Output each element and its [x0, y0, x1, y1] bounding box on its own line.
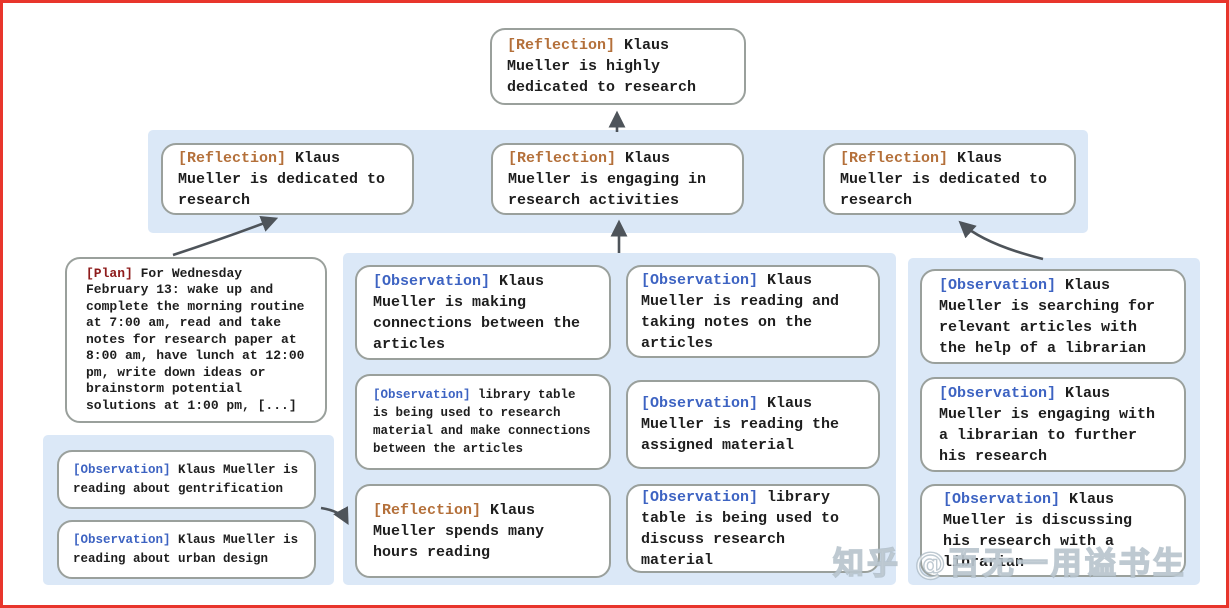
node-body: Klaus Mueller is reading and taking note… [641, 271, 840, 352]
observation-tag: [Observation] [373, 387, 471, 402]
memory-node-obs-urban-design: [Observation] Klaus Mueller is reading a… [57, 520, 316, 579]
node-body: library table is being used to research … [373, 387, 591, 457]
memory-node-obs-gentrification: [Observation] Klaus Mueller is reading a… [57, 450, 316, 509]
node-text: [Observation] Klaus Mueller is making co… [373, 271, 593, 355]
observation-tag: [Observation] [641, 488, 759, 506]
node-text: [Observation] Klaus Mueller is discussin… [943, 489, 1163, 573]
memory-node-obs-engaging-librarian: [Observation] Klaus Mueller is engaging … [920, 377, 1186, 472]
node-text: [Reflection] Klaus Mueller is engaging i… [508, 148, 727, 211]
node-text: [Reflection] Klaus Mueller is dedicated … [840, 148, 1059, 211]
node-body: Klaus Mueller is highly dedicated to res… [507, 37, 697, 96]
node-text: [Observation] library table is being use… [641, 487, 865, 571]
memory-node-obs-searching-articles: [Observation] Klaus Mueller is searching… [920, 269, 1186, 364]
observation-tag: [Observation] [73, 463, 171, 478]
memory-node-reflection-3: [Reflection] Klaus Mueller is dedicated … [823, 143, 1076, 215]
observation-tag: [Observation] [373, 272, 491, 290]
reflection-tag: [Reflection] [178, 149, 287, 167]
memory-node-obs-assigned-material: [Observation] Klaus Mueller is reading t… [626, 380, 880, 469]
node-body: Klaus Mueller is dedicated to research [178, 149, 386, 209]
node-text: [Reflection] Klaus Mueller is dedicated … [178, 148, 397, 211]
node-text: [Observation] Klaus Mueller is reading a… [73, 531, 300, 567]
memory-node-obs-library-research: [Observation] library table is being use… [355, 374, 611, 470]
memory-node-obs-library-discuss: [Observation] library table is being use… [626, 484, 880, 573]
node-body: Klaus Mueller is making connections betw… [373, 272, 581, 353]
memory-node-top-reflection: [Reflection] Klaus Mueller is highly ded… [490, 28, 746, 105]
node-text: [Reflection] Klaus Mueller spends many h… [373, 500, 593, 563]
node-body: Klaus Mueller spends many hours reading [373, 501, 545, 561]
node-text: [Plan] For Wednesday February 13: wake u… [86, 266, 306, 415]
node-text: [Observation] library table is being use… [373, 386, 593, 459]
node-body: Klaus Mueller is reading about urban des… [73, 533, 299, 566]
node-text: [Observation] Klaus Mueller is reading a… [73, 461, 300, 497]
node-body: Klaus Mueller is discussing his research… [943, 490, 1133, 571]
observation-tag: [Observation] [73, 533, 171, 548]
node-text: [Observation] Klaus Mueller is engaging … [939, 383, 1167, 467]
reflection-tag: [Reflection] [508, 149, 617, 167]
memory-node-reflection-2: [Reflection] Klaus Mueller is engaging i… [491, 143, 744, 215]
node-body: Klaus Mueller is engaging in research ac… [508, 149, 707, 209]
memory-node-reflection-hours-reading: [Reflection] Klaus Mueller spends many h… [355, 484, 611, 578]
memory-node-obs-connections: [Observation] Klaus Mueller is making co… [355, 265, 611, 360]
node-body: For Wednesday February 13: wake up and c… [86, 265, 305, 413]
memory-node-obs-taking-notes: [Observation] Klaus Mueller is reading a… [626, 265, 880, 358]
reflection-tag: [Reflection] [840, 149, 949, 167]
node-body: Klaus Mueller is searching for relevant … [939, 276, 1156, 357]
node-text: [Observation] Klaus Mueller is searching… [939, 275, 1167, 359]
node-body: Klaus Mueller is dedicated to research [840, 149, 1048, 209]
node-body: Klaus Mueller is engaging with a librari… [939, 384, 1156, 465]
memory-node-plan: [Plan] For Wednesday February 13: wake u… [65, 257, 327, 423]
node-text: [Observation] Klaus Mueller is reading a… [641, 270, 865, 354]
node-body: Klaus Mueller is reading about gentrific… [73, 463, 299, 496]
observation-tag: [Observation] [939, 276, 1057, 294]
observation-tag: [Observation] [641, 271, 759, 289]
observation-tag: [Observation] [939, 384, 1057, 402]
node-text: [Observation] Klaus Mueller is reading t… [641, 393, 865, 456]
reflection-tag: [Reflection] [373, 501, 482, 519]
memory-node-obs-discussing-librarian: [Observation] Klaus Mueller is discussin… [920, 484, 1186, 577]
observation-tag: [Observation] [943, 490, 1061, 508]
node-text: [Reflection] Klaus Mueller is highly ded… [507, 35, 729, 98]
node-body: library table is being used to discuss r… [641, 488, 840, 569]
memory-node-reflection-1: [Reflection] Klaus Mueller is dedicated … [161, 143, 414, 215]
plan-tag: [Plan] [86, 265, 133, 281]
observation-tag: [Observation] [641, 395, 759, 412]
reflection-tag: [Reflection] [507, 37, 616, 54]
node-body: Klaus Mueller is reading the assigned ma… [641, 395, 840, 454]
